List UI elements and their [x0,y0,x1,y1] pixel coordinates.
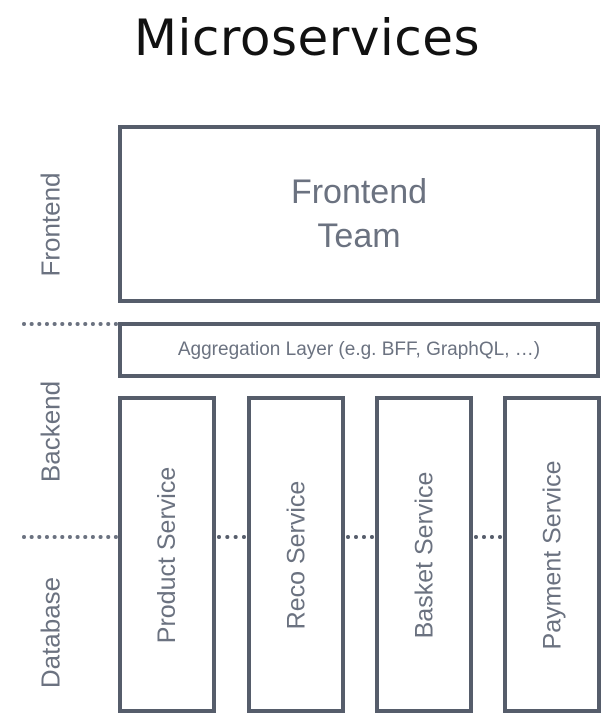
aggregation-layer-label: Aggregation Layer (e.g. BFF, GraphQL, …) [177,339,541,360]
service-box-reco[interactable]: Reco Service [247,396,345,713]
frontend-team-label: Frontend Team [290,173,428,255]
backend-database-separator [22,535,118,539]
aggregation-layer-box[interactable]: Aggregation Layer (e.g. BFF, GraphQL, …) [118,322,600,378]
frontend-backend-separator [22,322,118,326]
service-label-basket: Basket Service [410,471,438,638]
service-box-basket[interactable]: Basket Service [375,396,473,713]
service-label-reco: Reco Service [282,480,311,629]
service-box-product[interactable]: Product Service [118,396,216,713]
page-title: Microservices [133,9,481,67]
reco-basket-connector [346,535,374,539]
service-label-payment: Payment Service [538,460,566,649]
band-label-frontend: Frontend [35,172,66,277]
band-label-backend: Backend [35,380,66,483]
basket-payment-connector [474,535,502,539]
band-label-database: Database [35,576,66,689]
service-label-product: Product Service [153,466,181,643]
frontend-team-box[interactable]: Frontend Team [118,125,600,303]
service-box-payment[interactable]: Payment Service [503,396,601,713]
product-reco-connector [217,535,246,539]
